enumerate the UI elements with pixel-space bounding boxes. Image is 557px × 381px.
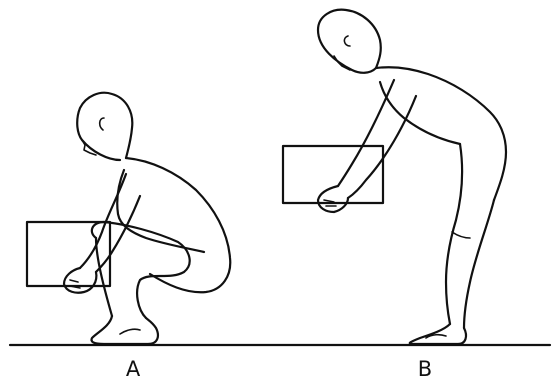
figure-b-knee (452, 232, 470, 238)
figure-b-stoop-lift (283, 10, 506, 344)
figure-a-back (126, 158, 230, 292)
figure-a-ear (100, 118, 104, 130)
figure-b-head (318, 10, 381, 73)
figure-a-squat-lift (27, 93, 230, 344)
figure-a-torso-front (117, 170, 204, 252)
figure-b-leg-rear (464, 200, 494, 328)
figure-a-feet (92, 316, 158, 344)
figure-b-back (376, 67, 506, 200)
figure-b-ear (344, 36, 350, 46)
figure-b-label: B (418, 357, 432, 381)
figure-b-torso-front (380, 82, 460, 144)
figure-b-box (283, 146, 383, 203)
figure-a-label: A (126, 357, 141, 381)
figure-a-toes (120, 329, 140, 334)
